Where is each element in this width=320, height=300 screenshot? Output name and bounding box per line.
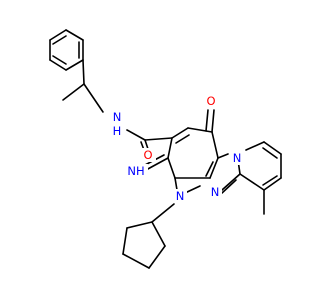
bond: [262, 147, 278, 159]
bond: [151, 203, 175, 223]
bond: [221, 179, 237, 194]
bond: [167, 157, 176, 179]
bond: [148, 245, 166, 269]
ketone-oxygen-label: O: [204, 94, 218, 108]
bond: [263, 177, 282, 191]
bond: [211, 109, 215, 133]
bond: [205, 109, 209, 132]
amide-oxygen-label: O: [140, 148, 156, 162]
atom-label: N: [113, 110, 122, 124]
bond: [245, 141, 265, 151]
ring-nitrogen-1-label: N: [173, 189, 187, 203]
bond: [144, 137, 173, 141]
atom-label: N: [233, 151, 242, 165]
bond: [122, 227, 128, 255]
bond: [221, 173, 241, 191]
ring-nitrogen-middle-label: N: [208, 185, 222, 199]
bonds: [49, 29, 282, 269]
bond: [126, 221, 153, 229]
bond: [122, 253, 150, 269]
atom-labels: N H O O NH N N N: [110, 94, 244, 203]
bond: [144, 139, 149, 150]
bond: [171, 127, 189, 139]
bond: [62, 83, 85, 101]
bond: [83, 83, 104, 113]
bond: [174, 177, 178, 191]
bond: [65, 29, 84, 41]
bond: [52, 55, 67, 65]
imine-nitrogen-label: NH: [124, 164, 148, 178]
bond: [211, 131, 219, 159]
atom-label: N: [211, 185, 220, 199]
bond: [52, 35, 67, 45]
atom-label: H: [113, 124, 122, 138]
atom-label: N: [176, 189, 185, 203]
bond: [151, 221, 166, 247]
bond: [187, 127, 213, 133]
bond: [205, 161, 214, 177]
bond: [82, 59, 85, 85]
bond: [145, 157, 169, 171]
bond: [126, 129, 146, 141]
bond: [209, 157, 219, 179]
bond: [262, 175, 278, 186]
pyridine-nitrogen-label: N: [230, 151, 244, 165]
atom-label: NH: [127, 164, 144, 178]
bond: [65, 59, 84, 71]
bond: [167, 137, 173, 159]
amide-nitrogen-label: N H: [110, 110, 126, 138]
bond: [217, 153, 229, 159]
bond: [184, 185, 201, 194]
molecule-structure-diagram: N H O O NH N N N: [49, 29, 282, 269]
atom-label: O: [143, 148, 152, 162]
bond: [49, 29, 67, 41]
bond: [263, 141, 282, 155]
bond: [175, 134, 190, 144]
bond: [239, 173, 265, 191]
atom-label: O: [206, 94, 215, 108]
bond: [49, 59, 67, 71]
